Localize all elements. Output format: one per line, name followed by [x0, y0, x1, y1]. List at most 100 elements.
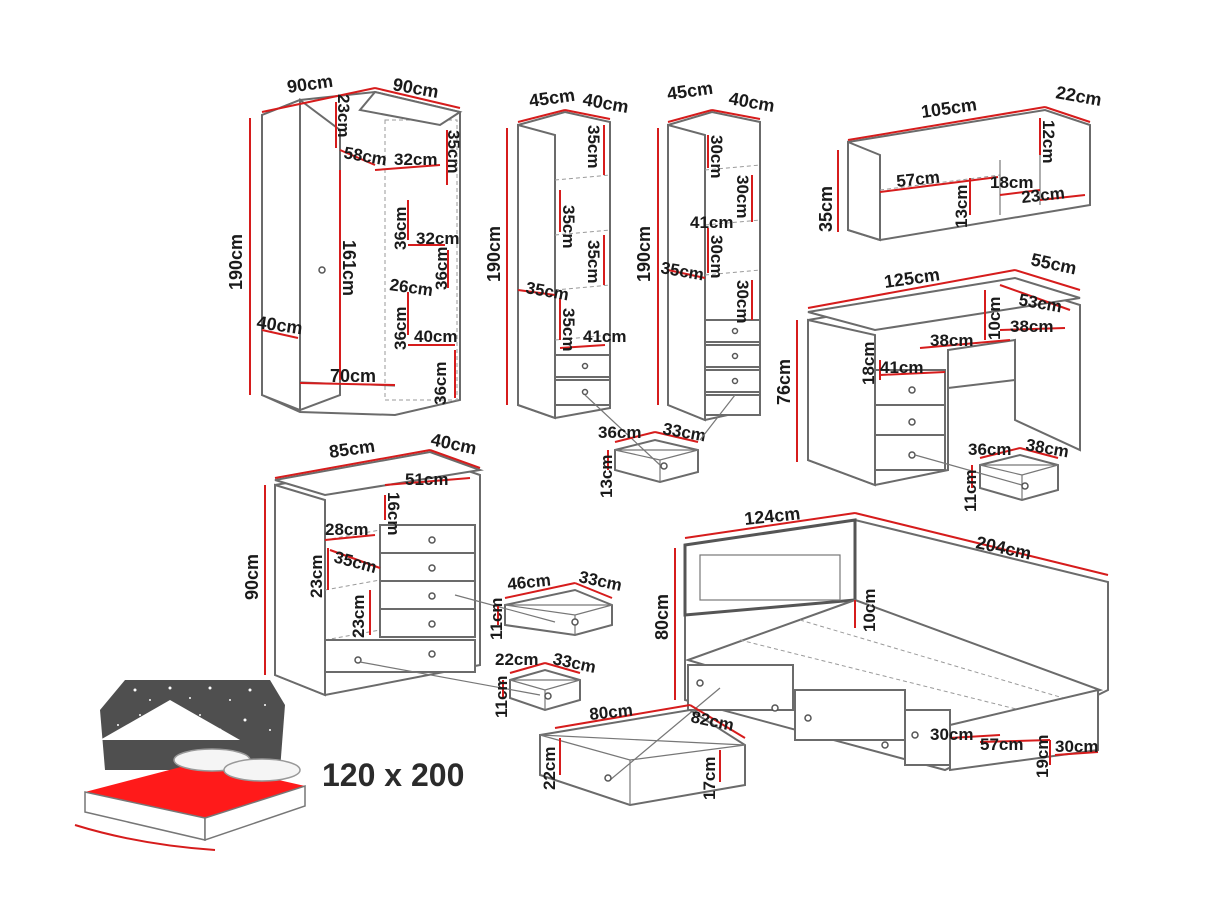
shelf-unit-1: 45cm 40cm 190cm 35cm 35cm 35cm 35cm 35cm… — [484, 85, 630, 420]
dresser-drawer-detail-1: 46cm 33cm 11cm — [454, 567, 624, 640]
shelf1-drawer-width: 36cm — [598, 423, 641, 442]
pillow-right — [223, 758, 301, 782]
desk-height: 76cm — [774, 359, 794, 405]
wardrobe-inner-width: 32cm — [394, 150, 437, 169]
bed-drawer-2 — [794, 689, 906, 741]
mattress-arrow — [74, 824, 216, 851]
bed-drawer-height-back: 17cm — [700, 757, 719, 800]
dresser-width: 85cm — [328, 436, 376, 462]
shelf2-depth: 40cm — [727, 88, 776, 116]
wardrobe-hang-height: 161cm — [339, 240, 359, 296]
shelf-unit-2: 45cm 40cm 190cm 30cm 30cm 30cm 30cm 41cm… — [634, 78, 776, 441]
shelf1-side — [517, 123, 556, 420]
sheet-curve — [100, 700, 240, 740]
wardrobe-knob — [318, 266, 326, 274]
wardrobe-width-front: 90cm — [286, 71, 334, 97]
bed-drawer-c: 30cm — [1055, 737, 1098, 756]
mattress-size-label: 120 x 200 — [322, 757, 464, 793]
wardrobe-shelf-top: 35cm — [444, 130, 463, 173]
wall-shelf-small-depth: 23cm — [1020, 184, 1065, 207]
shelf1-drawer-depth: 33cm — [661, 419, 707, 445]
desk-keyboard-drawer — [947, 338, 1016, 390]
bed-drawer-width: 80cm — [588, 701, 633, 724]
desk-top — [807, 276, 1081, 332]
desk-drawer-height: 18cm — [859, 342, 878, 385]
wardrobe-shelf-36c: 36cm — [391, 307, 410, 350]
shelf2-width: 45cm — [666, 78, 714, 104]
wardrobe-door — [299, 98, 341, 412]
dresser-inner-width: 28cm — [325, 520, 368, 539]
dresser-side — [274, 483, 326, 697]
shelf2-s3: 30cm — [707, 235, 726, 278]
shelf1-s1: 35cm — [584, 125, 603, 168]
wardrobe-height: 190cm — [226, 234, 246, 290]
desk-top-height: 10cm — [985, 297, 1004, 340]
desk-drawer-box — [979, 453, 1059, 502]
wardrobe-top-depth: 23cm — [334, 94, 353, 137]
desk-gap: 38cm — [930, 331, 973, 350]
wardrobe-top — [358, 90, 463, 127]
desk-left-side — [807, 318, 876, 487]
dresser-small-height: 11cm — [492, 675, 511, 718]
wall-shelf: 105cm 22cm 35cm 57cm 13cm 18cm 12cm 23cm — [816, 82, 1103, 242]
bed-drawer-box — [539, 708, 746, 807]
dresser-drawer-5 — [324, 639, 476, 673]
desk-drawer-detail: 36cm 38cm 11cm — [914, 435, 1070, 512]
dresser-height: 90cm — [242, 554, 262, 600]
bed-drawer-height-front: 22cm — [540, 747, 559, 790]
wall-shelf-width: 105cm — [920, 94, 978, 122]
dresser-drawer-4 — [379, 608, 476, 638]
desk-width: 125cm — [883, 264, 941, 292]
bed-height: 80cm — [652, 594, 672, 640]
shelf1-s5: 35cm — [559, 308, 578, 351]
dresser: 85cm 40cm 90cm 51cm 16cm 28cm 23cm 35cm … — [242, 429, 484, 697]
shelf2-s2: 30cm — [733, 175, 752, 218]
wardrobe-bottom: 70cm — [330, 366, 376, 386]
wardrobe-left-side — [261, 98, 301, 412]
dresser-drawer-detail-2: 22cm 33cm 11cm — [359, 649, 598, 718]
shelf1-drawer-height: 13cm — [597, 455, 616, 498]
wall-shelf-height: 35cm — [816, 186, 836, 232]
shelf2-side — [667, 123, 706, 422]
mattress-side — [204, 784, 306, 842]
desk-dr-height: 11cm — [961, 469, 980, 512]
wall-shelf-small-width: 18cm — [990, 173, 1033, 192]
dresser-drawer-3 — [379, 580, 476, 610]
desk-depth: 55cm — [1029, 249, 1078, 278]
shelf1-s2: 35cm — [559, 205, 578, 248]
shelf1-depth: 40cm — [581, 89, 630, 117]
wall-shelf-side — [847, 140, 881, 242]
wardrobe-shelf-40: 40cm — [414, 327, 457, 346]
dresser-top-height: 16cm — [384, 492, 403, 535]
dresser-small-width: 22cm — [495, 650, 538, 669]
wardrobe-shelf-36b: 36cm — [432, 247, 451, 290]
shelf1-height: 190cm — [484, 226, 504, 282]
shelf2-s1: 30cm — [707, 135, 726, 178]
wardrobe-shelf-32: 32cm — [416, 229, 459, 248]
bed-drawer-b: 57cm — [980, 735, 1023, 754]
dresser-top — [274, 450, 484, 497]
mattress-icon: 120 x 200 — [74, 680, 464, 851]
bed-side-drawer — [949, 688, 1099, 772]
dresser-drawer-depth: 33cm — [577, 567, 623, 595]
wardrobe: 90cm 90cm 190cm 40cm 23cm 58cm 32cm 35cm… — [226, 71, 463, 417]
wall-shelf-small-height: 12cm — [1039, 120, 1058, 163]
bed-drawer-a: 30cm — [930, 725, 973, 744]
desk: 125cm 55cm 76cm 53cm 10cm 38cm 38cm 18cm… — [774, 249, 1081, 487]
dresser-inner-h1: 23cm — [307, 555, 326, 598]
wall-shelf-inner-width: 57cm — [895, 168, 940, 191]
shelf2-height: 190cm — [634, 226, 654, 282]
wardrobe-shelf-36a: 36cm — [391, 207, 410, 250]
wardrobe-shelf-36d: 36cm — [431, 362, 450, 405]
desk-dr-width: 36cm — [968, 440, 1011, 459]
desk-top-width: 38cm — [1010, 317, 1053, 336]
bed: 124cm 204cm 80cm 10cm 30cm 57cm 30cm 19c… — [652, 503, 1109, 778]
bed-drawer-1 — [687, 664, 794, 711]
shelf2-s4: 30cm — [733, 280, 752, 323]
shelf2-inner: 41cm — [690, 213, 733, 232]
dresser-top-width: 51cm — [405, 470, 448, 489]
dresser-drawer-2 — [379, 552, 476, 582]
dresser-drawer-width: 46cm — [506, 571, 551, 594]
wall-shelf-depth: 22cm — [1054, 82, 1103, 110]
